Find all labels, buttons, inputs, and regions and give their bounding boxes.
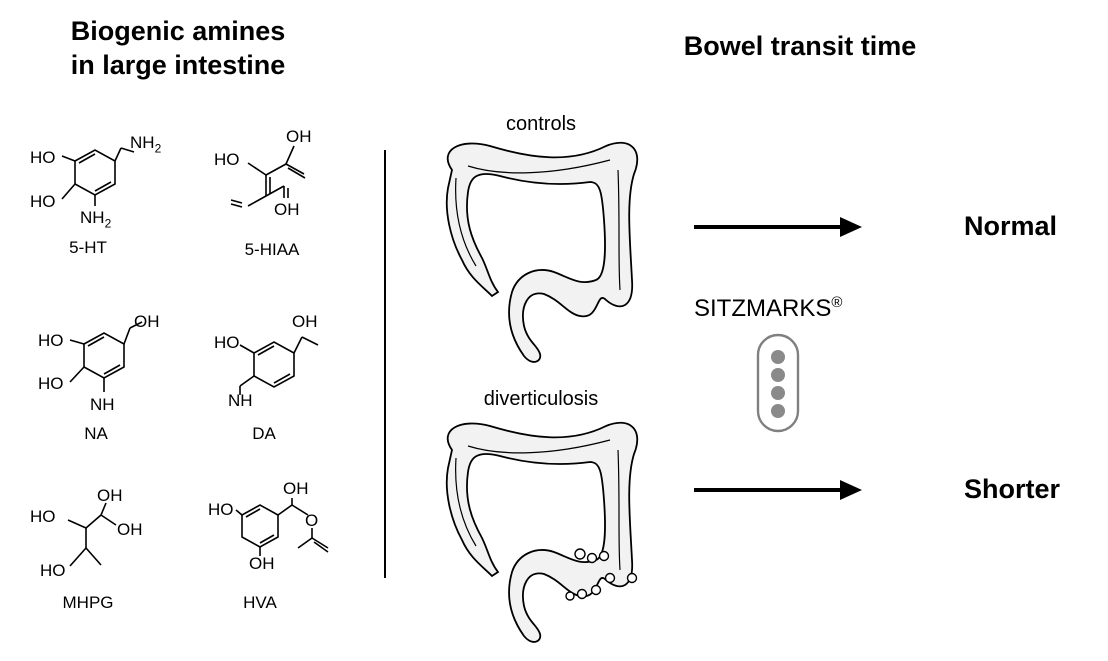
molecule-label-da: DA (252, 424, 276, 443)
molecule-label-5-ht: 5-HT (69, 238, 107, 257)
molecule-label-na: NA (84, 424, 108, 443)
atom-mhpg-ho-1: HO (30, 507, 56, 526)
colon-controls (445, 141, 639, 363)
marker-label: SITZMARKS® (694, 294, 842, 323)
capsule-icon (756, 333, 800, 433)
left-title-line1: Biogenic amines (70, 16, 286, 46)
colon-diverticulosis (445, 421, 639, 643)
atom-mhpg-oh-1: OH (97, 486, 123, 505)
marker-pellet-icon (771, 368, 785, 382)
group-label-controls: controls (505, 113, 577, 135)
atom-na-ho-1: HO (38, 331, 64, 350)
atom-5ht-ho-1: HO (30, 148, 56, 167)
molecule-5-hiaa-drawing (230, 145, 306, 208)
atom-5hiaa-oh-1: OH (286, 127, 312, 146)
atom-5hiaa-ho: HO (214, 150, 240, 169)
arrows (694, 217, 862, 500)
atom-5hiaa-oh-2: OH (274, 200, 300, 219)
atom-mhpg-ho-2: HO (40, 561, 66, 580)
result-normal: Normal (964, 211, 1058, 241)
molecule-mhpg-drawing (67, 502, 117, 567)
left-title-line2: in large intestine (70, 50, 286, 80)
molecule-na-drawing (69, 321, 143, 392)
marker-pellet-icon (771, 386, 785, 400)
atom-mhpg-oh-2: OH (117, 520, 143, 539)
atom-5ht-nh2-2: NH2 (80, 208, 112, 231)
left-title: Biogenic amines in large intestine (38, 14, 318, 82)
atom-hva-oh-1: OH (283, 479, 309, 498)
atom-hva-o: O (305, 511, 319, 530)
colon-illustrations (445, 141, 639, 643)
atom-da-ho: HO (214, 333, 240, 352)
molecule-da-drawing (239, 336, 319, 395)
atom-5ht-nh2-1: NH2 (130, 133, 162, 156)
atom-5ht-ho-2: HO (30, 192, 56, 211)
arrow-normal (694, 217, 862, 237)
marker-pellet-icon (771, 350, 785, 364)
result-shorter: Shorter (964, 474, 1061, 504)
marker-name: SITZMARKS (694, 295, 832, 322)
right-title: Bowel transit time (683, 31, 917, 61)
molecule-5-ht-drawing (61, 147, 135, 206)
molecule-label-mhpg: MHPG (62, 593, 114, 612)
registered-mark: ® (831, 294, 843, 311)
atom-hva-ho: HO (208, 500, 234, 519)
divider-line (384, 150, 386, 578)
molecule-structures (61, 145, 329, 567)
atom-na-ho-2: HO (38, 374, 64, 393)
atom-na-nh: NH (90, 395, 115, 414)
atom-da-nh: NH (228, 391, 253, 410)
atom-hva-oh-2: OH (249, 554, 275, 573)
atom-da-oh: OH (292, 312, 318, 331)
molecule-hva-drawing (235, 498, 329, 556)
molecule-label-hva: HVA (243, 593, 277, 612)
molecule-label-5-hiaa: 5-HIAA (244, 240, 300, 259)
marker-pellet-icon (771, 404, 785, 418)
group-label-diverticulosis: diverticulosis (483, 388, 599, 410)
atom-na-oh: OH (134, 312, 160, 331)
arrow-shorter (694, 480, 862, 500)
